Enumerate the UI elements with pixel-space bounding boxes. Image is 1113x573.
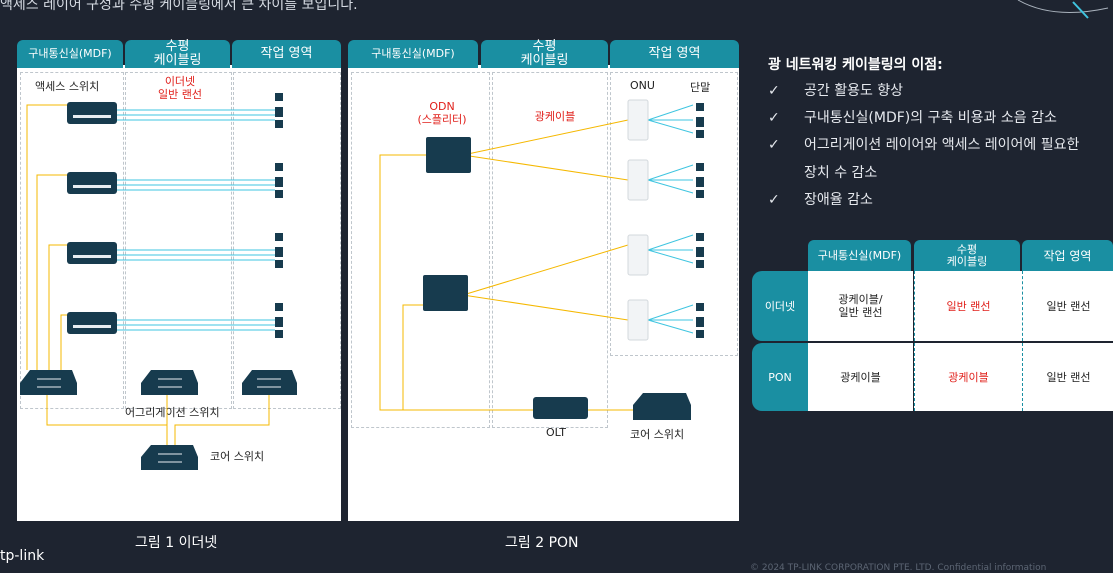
fig2-drop-cables	[647, 104, 694, 334]
benefit-text: 장치 수 감소	[804, 165, 878, 181]
access-switch-label: 액세스 스위치	[35, 80, 100, 93]
fig1-switch-arrows	[37, 378, 281, 463]
benefit-item: ✓ 어그리게이션 레이어와 액세스 레이어에 필요한	[768, 134, 1079, 154]
odn-splitter-label: ODN (스플리터)	[417, 100, 467, 126]
decorative-globe-lines	[1017, 0, 1109, 19]
benefit-text: 공간 활용도 향상	[804, 83, 904, 99]
fig2-zone-work	[610, 72, 738, 356]
copyright-footer: © 2024 TP-LINK CORPORATION PTE. LTD. Con…	[750, 563, 1047, 573]
fig1-zone-mdf	[20, 72, 124, 409]
fig1-cables	[26, 104, 275, 445]
fig2-cables	[379, 119, 638, 411]
olt-label: OLT	[546, 426, 566, 439]
terminal-label: 단말	[690, 81, 711, 94]
fig2-diagram	[379, 99, 704, 420]
intro-text: 액세스 레이어 구성과 수평 케이블링에서 큰 차이를 보입니다.	[0, 0, 358, 13]
table-row-ethernet: 이더넷	[752, 271, 808, 341]
fig1-terminals	[275, 93, 283, 338]
fig1-diagram	[20, 93, 297, 470]
check-icon: ✓	[768, 83, 780, 99]
fig1-aggregation-switches	[20, 370, 297, 470]
check-icon: ✓	[768, 110, 780, 126]
table-cell: 일반 랜선	[914, 271, 1022, 341]
table-header-mdf: 구내통신실(MDF)	[808, 240, 911, 271]
benefit-item-continued: 장치 수 감소	[804, 162, 877, 182]
table-header-horizontal: 수평 케이블링	[914, 240, 1020, 271]
ethernet-cable-label: 이더넷 일반 랜선	[158, 75, 202, 101]
benefit-text: 구내통신실(MDF)의 구축 비용과 소음 감소	[804, 110, 1057, 126]
table-cell: 광케이블/ 일반 랜선	[808, 271, 913, 341]
benefit-text: 장애율 감소	[804, 192, 873, 208]
figure-pon-panel	[348, 65, 739, 521]
fig2-olt-and-core	[533, 393, 691, 420]
fig1-zone-work	[233, 72, 341, 409]
table-cell: 일반 랜선	[1022, 343, 1113, 411]
fig2-onus	[627, 99, 649, 341]
fig1-access-ports	[73, 115, 111, 328]
onu-label: ONU	[630, 79, 655, 92]
fig1-header-mdf: 구내통신실(MDF)	[17, 40, 123, 68]
fig1-access-switches	[67, 102, 117, 334]
fig2-core-switch-label: 코어 스위치	[630, 428, 685, 441]
fig1-core-switch-label: 코어 스위치	[210, 450, 265, 463]
tp-link-logo: tp-link	[0, 548, 45, 564]
fig1-header-horizontal-text: 수평 케이블링	[153, 39, 202, 68]
fiber-cable-label: 광케이블	[534, 110, 576, 123]
fig2-header-horizontal: 수평 케이블링	[481, 40, 608, 68]
table-cell: 광케이블	[914, 343, 1022, 411]
table-header-horizontal-text: 수평 케이블링	[946, 242, 988, 268]
table-header-work-area: 작업 영역	[1022, 240, 1113, 271]
benefits-title: 광 네트워킹 케이블링의 이점:	[768, 57, 943, 73]
benefit-text: 어그리게이션 레이어와 액세스 레이어에 필요한	[804, 137, 1080, 153]
benefit-item: ✓ 공간 활용도 향상	[768, 80, 903, 100]
table-cell: 광케이블	[808, 343, 913, 411]
fig2-terminals	[696, 103, 704, 338]
table-cell: 일반 랜선	[1022, 271, 1113, 341]
fig2-splitters	[423, 137, 471, 311]
fig2-caption: 그림 2 PON	[505, 535, 579, 551]
table-row-pon: PON	[752, 343, 808, 411]
benefit-item: ✓ 장애율 감소	[768, 189, 873, 209]
fig1-header-horizontal: 수평 케이블링	[125, 40, 230, 68]
aggregation-switch-label: 어그리게이션 스위치	[125, 406, 220, 419]
fig1-zone-horizontal	[125, 72, 232, 409]
fig1-caption: 그림 1 이더넷	[135, 535, 218, 551]
check-icon: ✓	[768, 192, 780, 208]
benefit-item: ✓ 구내통신실(MDF)의 구축 비용과 소음 감소	[768, 107, 1057, 127]
fig2-zone-mdf	[351, 72, 490, 428]
check-icon: ✓	[768, 137, 780, 153]
fig1-header-work-area: 작업 영역	[232, 40, 341, 68]
fig2-header-horizontal-text: 수평 케이블링	[520, 39, 569, 68]
fig2-header-mdf: 구내통신실(MDF)	[348, 40, 478, 68]
fig2-header-work-area: 작업 영역	[610, 40, 739, 68]
fig2-zone-horizontal	[492, 72, 608, 428]
